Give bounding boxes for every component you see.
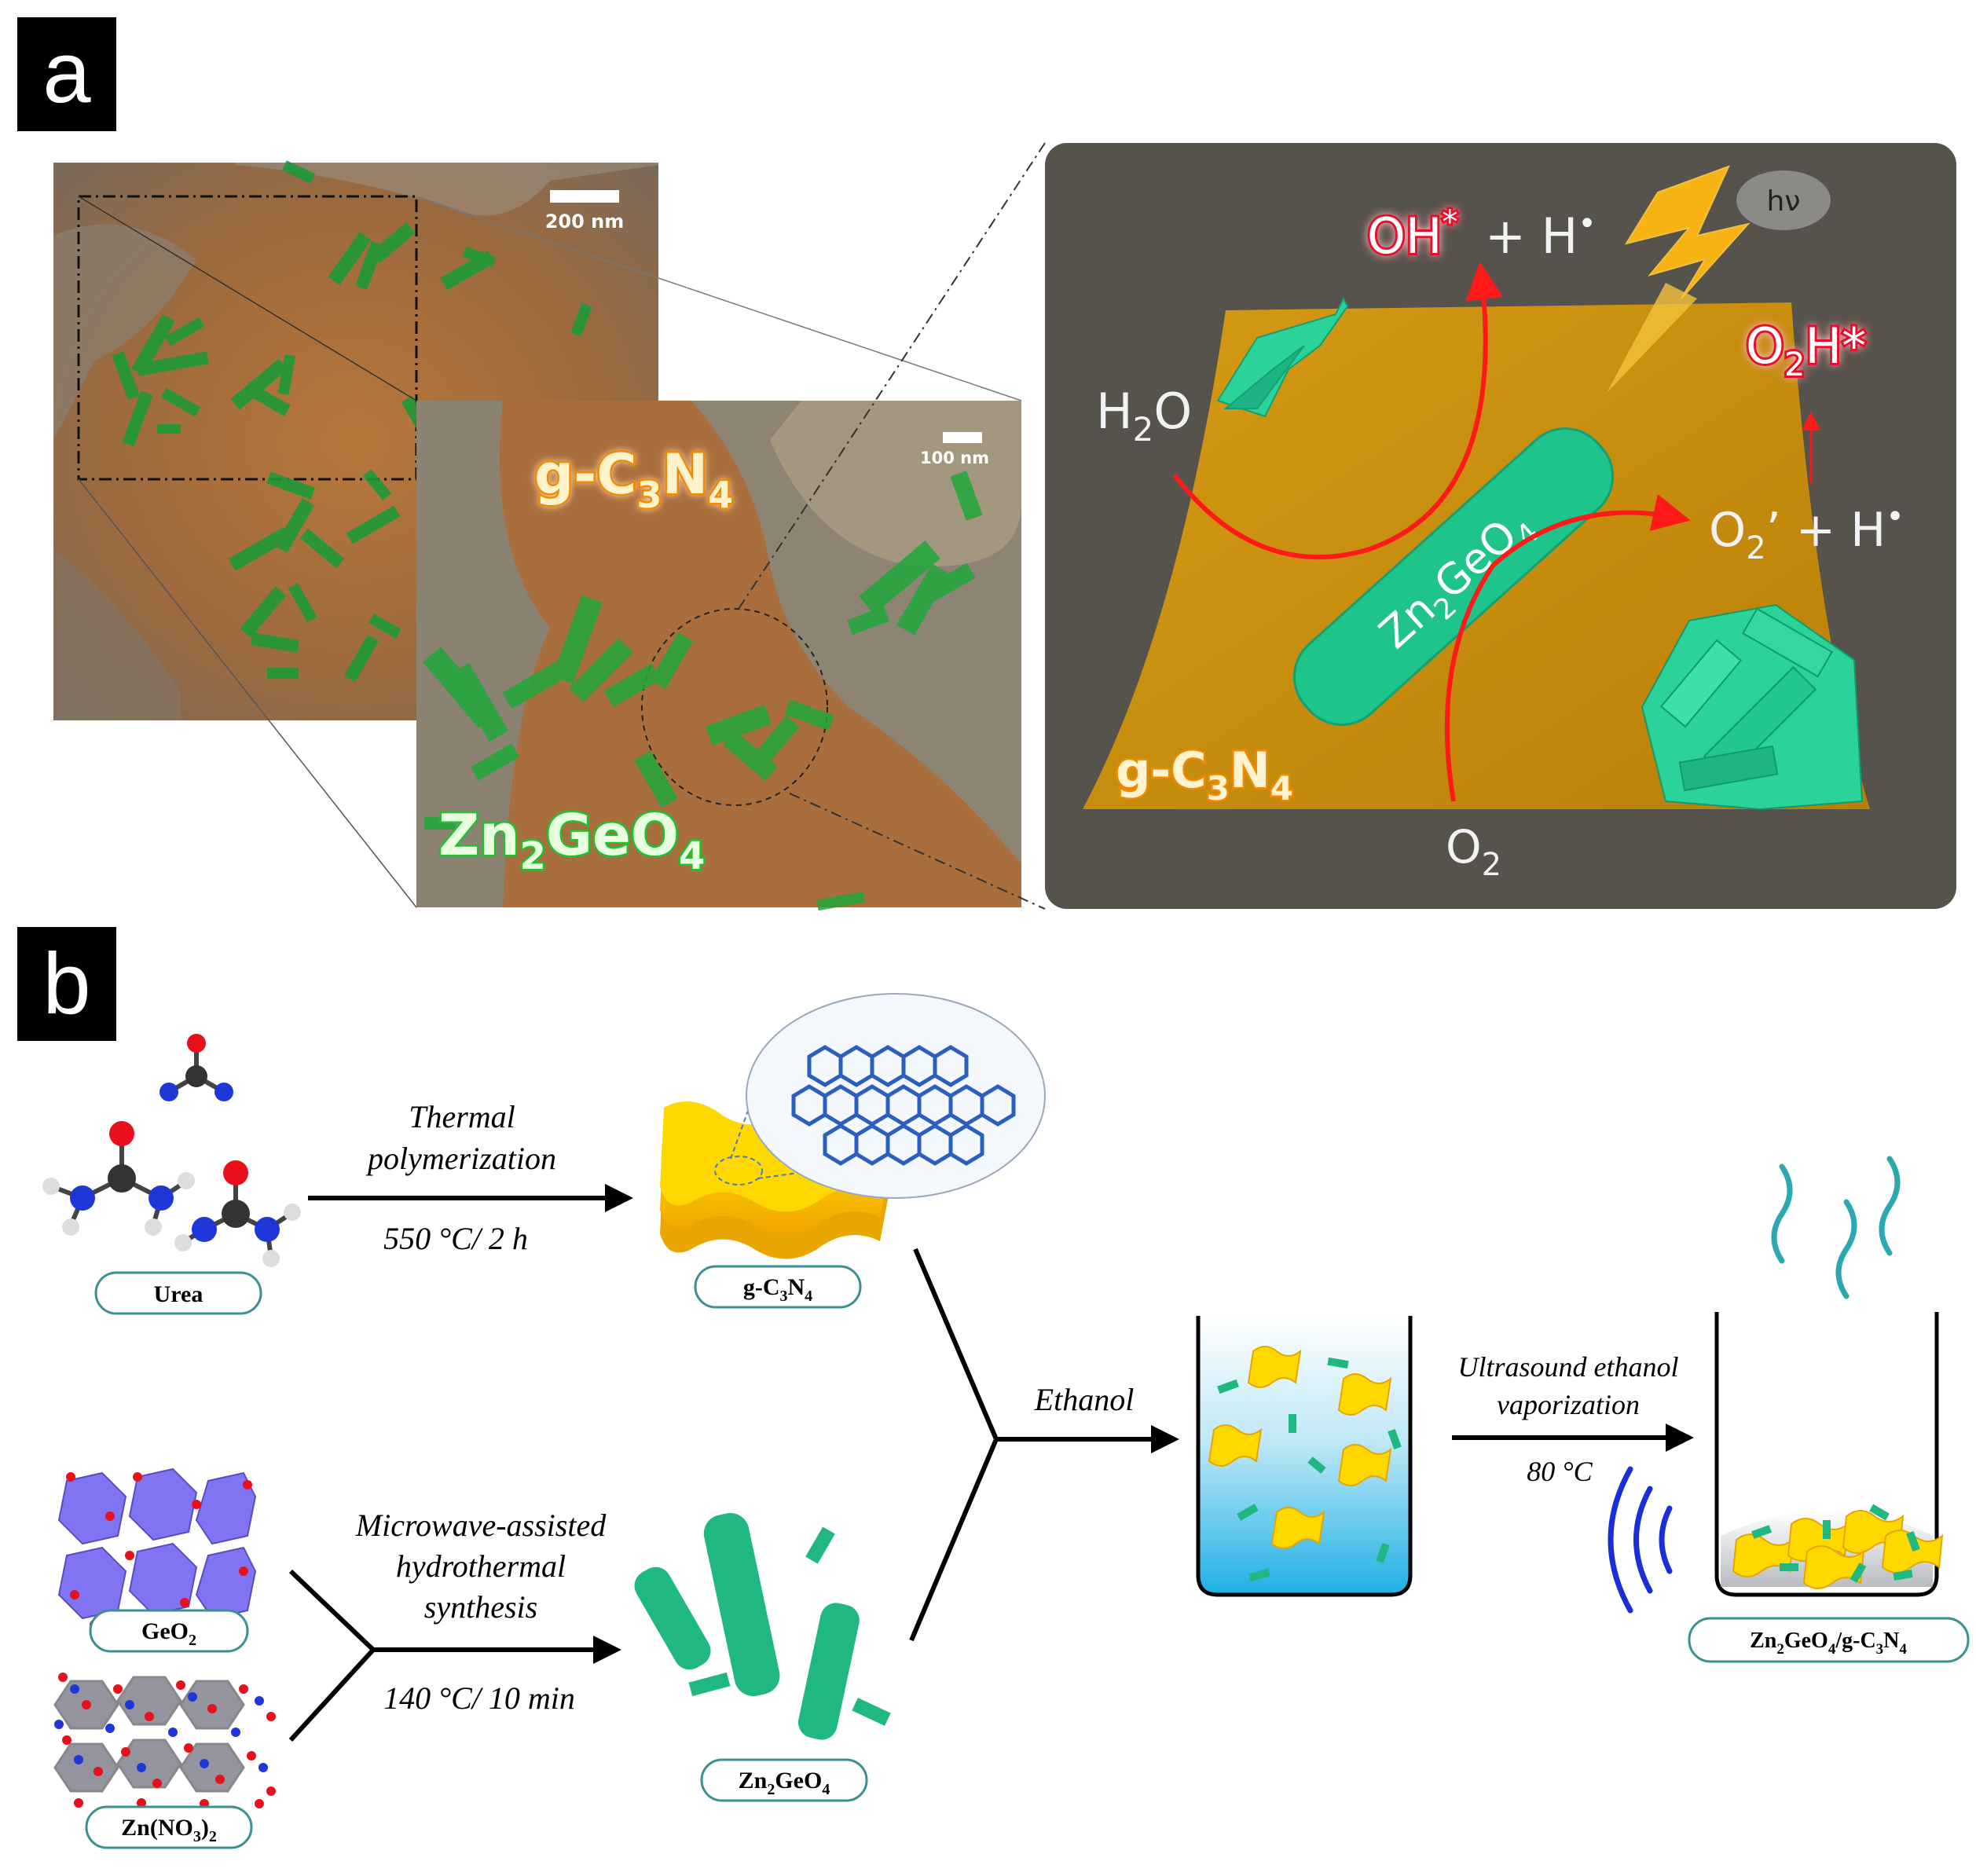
steam-icon: [1771, 1156, 1901, 1299]
microwave-line2: hydrothermal: [396, 1548, 566, 1584]
beaker-product: [1714, 1156, 1944, 1597]
product-o2h-label: O2H*: [1746, 317, 1866, 383]
photocatalysis-scheme: Zn2GeO4 hν OH* + H• O2H* H2O O2’ + H• O2: [1045, 143, 1956, 909]
zn-nitrate-label: Zn(NO3)2: [121, 1815, 217, 1845]
gc3n4-label: g-C3N4: [743, 1274, 812, 1305]
microwave-condition: 140 °C/ 10 min: [383, 1680, 575, 1716]
panel-b-label-box: [17, 927, 116, 1041]
red-arrow-h2o: [1172, 262, 1504, 560]
thermal-line2: polymerization: [365, 1141, 556, 1176]
geo2-label: GeO2: [141, 1618, 196, 1649]
zn2geo4-rods-icon: [634, 1512, 891, 1740]
connector-line: [416, 196, 1022, 401]
composite-label: Zn2GeO4/g-C3N4: [1750, 1629, 1907, 1658]
zn2geo4-label: Zn2GeO4: [739, 1768, 830, 1798]
scalebar-2-bar: [943, 432, 982, 443]
gc3n4-label-box: [694, 1265, 862, 1309]
ethanol-label: Ethanol: [1034, 1382, 1135, 1417]
urea-label-box: [94, 1271, 262, 1315]
connector-line: [78, 196, 417, 401]
panel-a-label-box: [17, 17, 116, 131]
zn2geo4-label-box: [700, 1758, 868, 1802]
sem2-label-gc3n4: g-C3N4: [533, 441, 735, 518]
product-oh-label: OH*: [1367, 204, 1457, 265]
zoom-box: [77, 195, 418, 481]
urea-molecules: [42, 1034, 301, 1267]
thermal-condition: 550 °C/ 2 h: [383, 1221, 528, 1256]
crystal-cluster-large: [1641, 603, 1864, 811]
highlight-circle: [641, 608, 828, 806]
photon-badge: [1736, 170, 1831, 230]
light-ray: [1607, 283, 1697, 393]
geo2-structure: [57, 1467, 257, 1630]
ethanol-merge-lines: [909, 1248, 999, 1642]
microwave-line1: Microwave-assisted: [355, 1508, 607, 1543]
zn-nitrate-structure: [53, 1665, 283, 1811]
precursor-merge-lines: [288, 1569, 377, 1742]
ultrasound-waves-icon: [1608, 1466, 1673, 1614]
photon-label: hν: [1767, 185, 1801, 218]
red-arrow-o2: [1444, 494, 1691, 802]
lightning-icon: [1624, 165, 1751, 299]
scalebar-1-bar: [550, 190, 619, 203]
product-h-label: + H•: [1485, 206, 1597, 265]
connector-dashdot: [789, 793, 1046, 910]
ultrasound-line2: vaporization: [1497, 1389, 1640, 1420]
microwave-line3: synthesis: [424, 1589, 537, 1625]
panel-b-label: b: [42, 936, 90, 1032]
svg-text:g-C3N4: g-C3N4: [534, 442, 733, 516]
connector-dashdot: [738, 142, 1046, 610]
green-crystals-sem2: [423, 471, 983, 911]
crystal-cluster-small: [1216, 296, 1349, 418]
gc3n4-sheets-icon: [660, 993, 1046, 1259]
sheet-gc3n4-label: g-C3N4: [1116, 742, 1293, 808]
urea-label: Urea: [154, 1281, 203, 1307]
ultrasound-condition: 80 °C: [1527, 1456, 1593, 1487]
composite-label-box: [1688, 1617, 1970, 1663]
scalebar-2-label: 100 nm: [920, 449, 989, 467]
zn-nitrate-label-box: [85, 1805, 253, 1849]
reactant-h2o-label: H2O: [1096, 383, 1192, 449]
geo2-label-box: [89, 1609, 249, 1653]
reactant-o2-label: O2: [1446, 820, 1501, 883]
radical-o2-label: O2’ + H•: [1709, 499, 1905, 566]
scalebar-1-label: 200 nm: [545, 211, 625, 233]
ultrasound-line1: Ultrasound ethanol: [1457, 1351, 1678, 1383]
thermal-line1: Thermal: [409, 1099, 515, 1134]
connector-line: [78, 478, 417, 908]
sem2-label-zn2geo4: Zn2GeO4: [437, 801, 707, 881]
beaker-dispersion: [1196, 1316, 1413, 1597]
panel-a-label: a: [42, 24, 91, 121]
svg-text:Zn2GeO4: Zn2GeO4: [438, 802, 705, 878]
